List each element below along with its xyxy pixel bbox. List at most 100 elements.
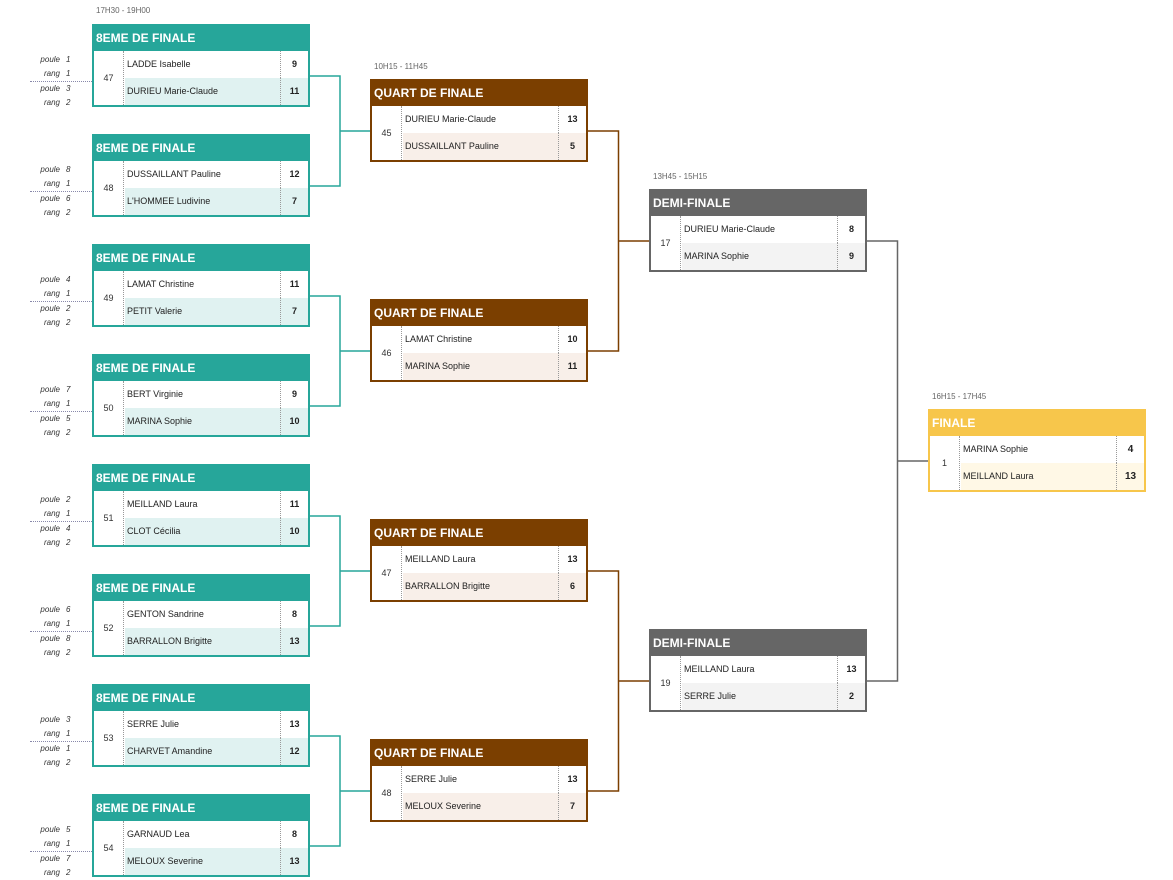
bracket-connector bbox=[588, 570, 620, 792]
player-score: 8 bbox=[280, 601, 308, 628]
round-of-16-time: 17H30 - 19H00 bbox=[96, 6, 151, 15]
player-score: 11 bbox=[558, 353, 586, 380]
player-score: 7 bbox=[280, 298, 308, 325]
match-number: 48 bbox=[94, 161, 124, 215]
seed-pool-label: poule bbox=[40, 385, 60, 394]
seed-rank-value: 1 bbox=[66, 69, 71, 78]
player-score: 12 bbox=[280, 738, 308, 765]
player-score: 11 bbox=[280, 491, 308, 518]
player-score: 9 bbox=[280, 381, 308, 408]
seed-rank-label: rang bbox=[43, 538, 60, 547]
match-header: 8EME DE FINALE bbox=[94, 246, 308, 271]
match-header: QUART DE FINALE bbox=[372, 81, 586, 106]
match-number: 51 bbox=[94, 491, 124, 545]
player-name: MEILLAND Laura bbox=[684, 664, 755, 674]
bracket-connector bbox=[588, 130, 620, 352]
match-number: 46 bbox=[372, 326, 402, 380]
player-row[interactable]: MEILLAND Laura 13 bbox=[682, 656, 865, 683]
seed-rank-value: 1 bbox=[66, 619, 71, 628]
seed-rank-label: rang bbox=[43, 868, 60, 877]
seed-pool-value: 1 bbox=[66, 744, 71, 753]
seed-rank-label: rang bbox=[43, 509, 60, 518]
seed-rank-label: rang bbox=[43, 289, 60, 298]
match-number: 17 bbox=[651, 216, 681, 270]
player-name: MARINA Sophie bbox=[684, 251, 750, 261]
player-name: SERRE Julie bbox=[405, 774, 458, 784]
player-score: 13 bbox=[837, 656, 865, 683]
seed-rank-label: rang bbox=[43, 839, 60, 848]
player-score: 9 bbox=[280, 51, 308, 78]
player-row[interactable]: CHARVET Amandine 12 bbox=[125, 738, 308, 765]
player-score: 10 bbox=[280, 408, 308, 435]
bracket-connector bbox=[310, 735, 341, 847]
player-name: CHARVET Amandine bbox=[127, 746, 213, 756]
seed-rank-value: 1 bbox=[66, 839, 71, 848]
match-number: 48 bbox=[372, 766, 402, 820]
match-header: 8EME DE FINALE bbox=[94, 356, 308, 381]
player-name: MEILLAND Laura bbox=[963, 471, 1034, 481]
